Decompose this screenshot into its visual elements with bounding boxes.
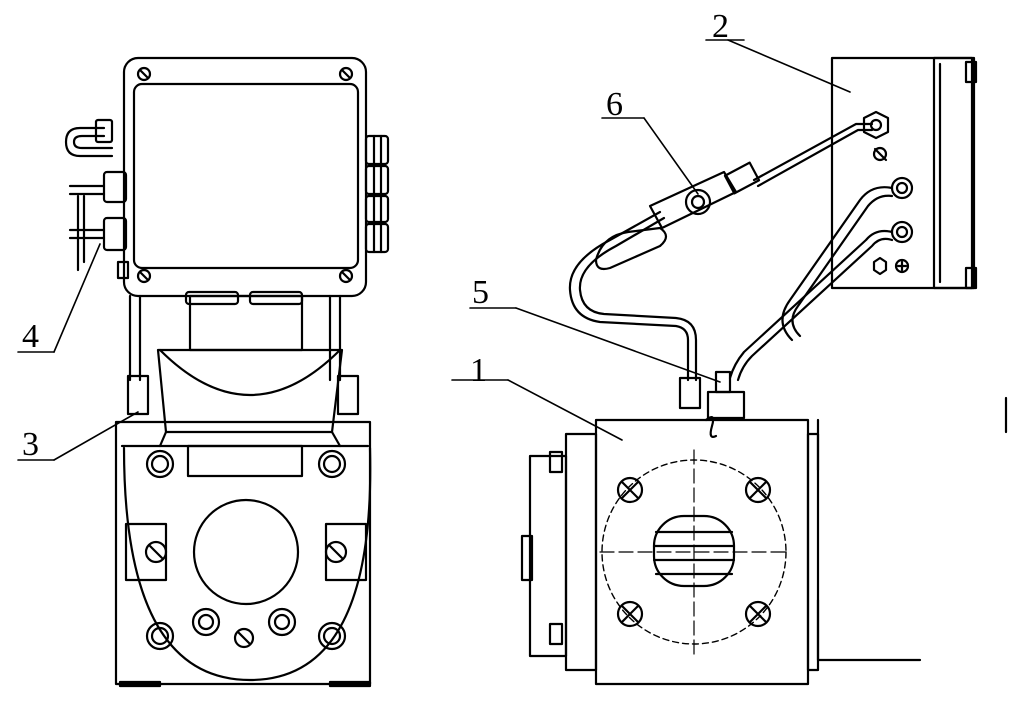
impulse-tubes	[568, 122, 894, 382]
leader-lines	[17, 39, 851, 461]
front-view	[64, 56, 390, 688]
callout-2: 2	[712, 8, 729, 45]
hood	[126, 348, 360, 448]
callout-4: 4	[22, 318, 39, 355]
callout-5: 5	[472, 274, 489, 311]
callout-6: 6	[606, 86, 623, 123]
top-fittings	[678, 370, 746, 438]
junction-box	[64, 56, 390, 298]
callout-1: 1	[470, 352, 487, 389]
neck	[128, 290, 342, 382]
side-view	[520, 56, 1008, 686]
meter-body-side	[520, 396, 1008, 686]
meter-body-front	[114, 420, 372, 688]
pressure-fitting	[594, 161, 761, 271]
callout-3: 3	[22, 426, 39, 463]
electronic-unit	[830, 56, 978, 290]
